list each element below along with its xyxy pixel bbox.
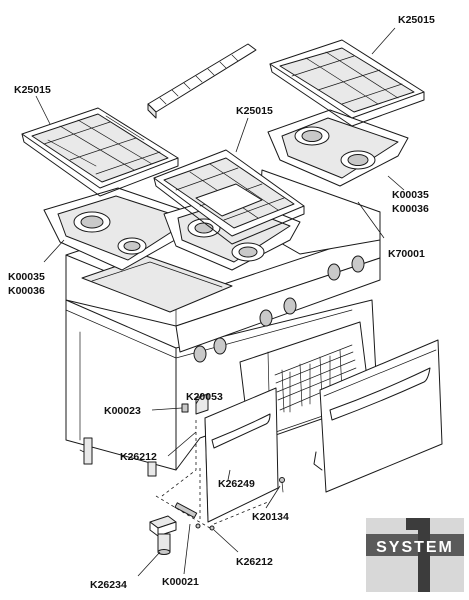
logo-text: SYSTEM <box>376 539 454 556</box>
burner-tray-left <box>43 187 201 271</box>
label-k26249: K26249 <box>218 478 255 490</box>
label-k70001: K70001 <box>388 248 425 260</box>
label-k00035-right: K00035 <box>392 189 429 201</box>
adjustable-foot <box>149 515 177 555</box>
label-k25015-middle: K25015 <box>236 105 273 117</box>
label-k00021: K00021 <box>162 576 199 588</box>
label-k20134: K20134 <box>252 511 289 523</box>
leader-lines <box>35 27 405 577</box>
label-k00035-left: K00035 <box>8 271 45 283</box>
part-labels: K25015 K25015 K25015 K00035 K00036 K7000… <box>8 14 435 591</box>
pan-support-left <box>21 107 179 197</box>
pan-support-right <box>269 39 425 127</box>
label-k25015-right: K25015 <box>398 14 435 26</box>
label-k26234: K26234 <box>90 579 127 591</box>
hinge-parts <box>174 477 285 531</box>
logo-shape <box>406 518 430 592</box>
label-k26212-lower: K26212 <box>236 556 273 568</box>
label-k00036-right: K00036 <box>392 203 429 215</box>
assembly-guide-lines <box>155 420 269 529</box>
burner-tray-right <box>267 109 409 187</box>
label-k00036-left: K00036 <box>8 285 45 297</box>
right-oven-door <box>313 339 443 493</box>
system-logo: SYSTEM <box>366 518 464 592</box>
label-k26212-upper: K26212 <box>120 451 157 463</box>
left-cabinet-door <box>204 387 279 523</box>
logo-band <box>366 534 464 556</box>
label-k25015-left: K25015 <box>14 84 51 96</box>
divider-strip <box>147 43 257 119</box>
label-k20053: K20053 <box>186 391 223 403</box>
pan-support-middle <box>153 149 305 245</box>
label-k00023: K00023 <box>104 405 141 417</box>
